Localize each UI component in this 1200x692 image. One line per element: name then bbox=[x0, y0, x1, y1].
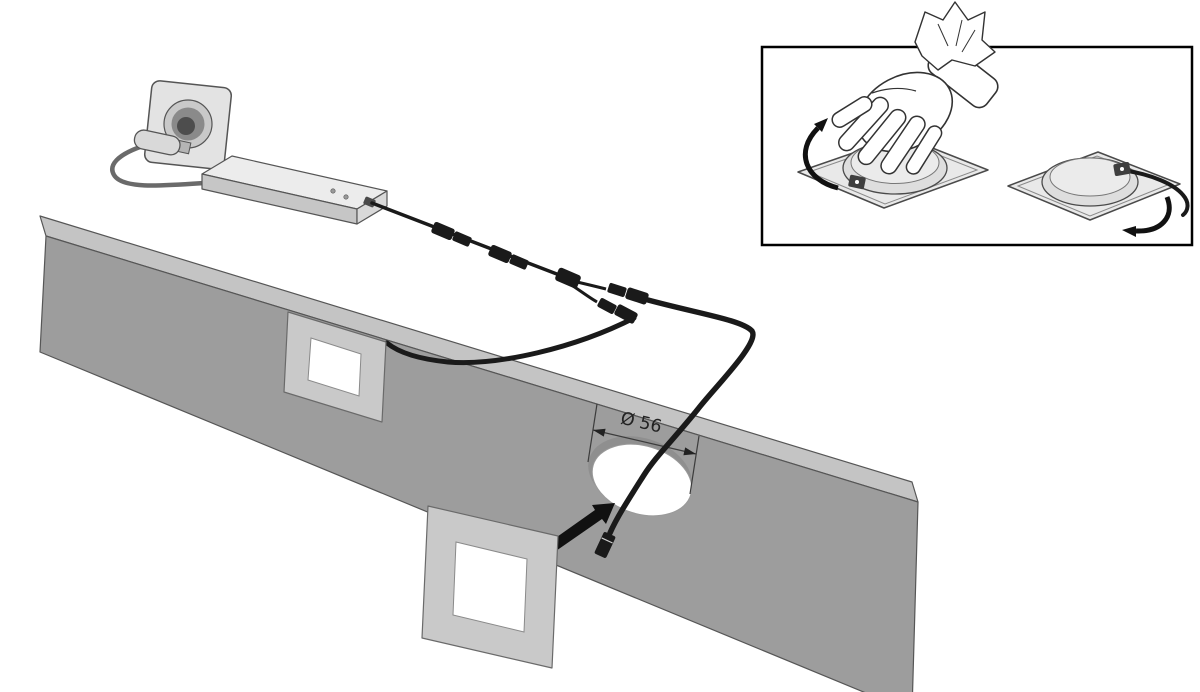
finger bbox=[905, 125, 943, 175]
press-arrow bbox=[1135, 196, 1172, 234]
thumb bbox=[831, 96, 873, 128]
branch-cable-right bbox=[594, 297, 756, 558]
dimension-line bbox=[592, 429, 697, 455]
extension-line-right bbox=[689, 435, 700, 495]
detail-puck-top bbox=[1049, 157, 1131, 197]
finger bbox=[857, 108, 907, 166]
power-cord bbox=[110, 144, 207, 188]
dimension-arrowhead-right bbox=[683, 447, 696, 456]
spotlight-fixture bbox=[421, 505, 559, 669]
led-driver bbox=[201, 155, 388, 225]
cable-connector bbox=[607, 282, 627, 298]
cable-end-connector bbox=[594, 532, 616, 558]
power-outlet bbox=[133, 80, 233, 170]
finger bbox=[838, 96, 889, 152]
power-plug bbox=[133, 129, 192, 156]
cable-connector bbox=[597, 298, 617, 314]
rotate-arrow-head bbox=[814, 118, 828, 132]
panel-front-face bbox=[39, 235, 919, 692]
cable-connector bbox=[431, 221, 455, 241]
cloth bbox=[914, 1, 996, 71]
rotate-arrow bbox=[802, 126, 839, 191]
mounted-spotlight bbox=[283, 311, 387, 423]
cable-connector bbox=[509, 254, 529, 270]
detail-inset bbox=[760, 1, 1194, 247]
y-splitter bbox=[555, 267, 649, 324]
finger bbox=[880, 115, 926, 175]
spotlight-fixture-lens bbox=[452, 541, 528, 633]
cable-connector bbox=[452, 231, 472, 247]
press-arrow-head bbox=[1122, 226, 1136, 237]
driver-screw bbox=[343, 194, 349, 200]
insertion-arrow bbox=[547, 503, 615, 553]
detail-cable bbox=[1126, 169, 1190, 217]
driver-screw bbox=[330, 188, 336, 194]
hand-illustration bbox=[831, 1, 999, 175]
puck-connector-pin bbox=[1120, 167, 1124, 171]
connector-seam bbox=[601, 537, 613, 544]
cable-connector bbox=[488, 244, 512, 264]
cable-connector bbox=[625, 287, 649, 305]
mounted-spotlight-lens bbox=[307, 337, 362, 397]
detail-right-scene bbox=[1007, 151, 1190, 237]
splitter-lead-upper bbox=[576, 280, 607, 291]
outlet-socket-hole bbox=[177, 117, 195, 135]
splitter-lead-lower bbox=[572, 284, 598, 304]
branch-cable-left bbox=[384, 315, 637, 366]
panel bbox=[39, 215, 919, 692]
dimension-arrowhead-left bbox=[593, 428, 606, 437]
cable-connectors bbox=[431, 221, 529, 270]
extension-line-left bbox=[587, 403, 598, 463]
splitter-body bbox=[555, 267, 581, 289]
puck-connector-pin bbox=[855, 180, 859, 184]
knuckle-crease bbox=[871, 87, 917, 94]
